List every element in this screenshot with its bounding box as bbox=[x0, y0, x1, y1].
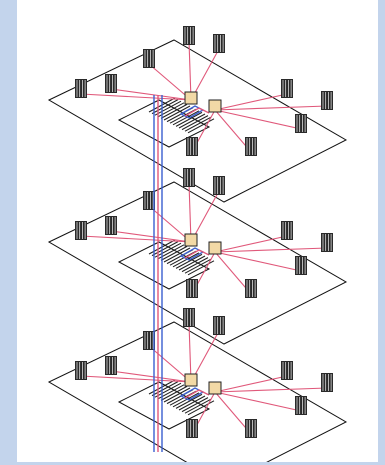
supply-pipe bbox=[184, 249, 210, 259]
supply-pipe bbox=[110, 370, 192, 383]
supply-pipe bbox=[110, 88, 192, 101]
radiator-icon bbox=[213, 34, 225, 53]
radiator-icon bbox=[105, 356, 117, 375]
radiator-icon bbox=[75, 79, 87, 98]
supply-pipe bbox=[110, 230, 192, 243]
supply-pipe bbox=[184, 107, 210, 117]
floor-plan bbox=[47, 308, 348, 462]
supply-pipe bbox=[188, 40, 192, 101]
radiator-icon bbox=[186, 137, 198, 156]
radiator-icon bbox=[295, 256, 307, 275]
supply-pipe bbox=[214, 387, 328, 393]
supply-pipe bbox=[188, 322, 192, 383]
supply-pipe bbox=[214, 375, 288, 393]
supply-pipe bbox=[80, 375, 192, 383]
radiator-icon bbox=[281, 79, 293, 98]
manifold-icon bbox=[184, 233, 198, 247]
radiator-icon bbox=[183, 308, 195, 327]
manifold-icon bbox=[208, 381, 222, 395]
supply-pipe bbox=[214, 235, 288, 253]
diagram-canvas bbox=[17, 0, 378, 462]
radiator-icon bbox=[143, 49, 155, 68]
radiator-icon bbox=[281, 361, 293, 380]
floor-plan bbox=[47, 26, 348, 203]
riser-pipe-icon bbox=[153, 95, 163, 452]
supply-pipe bbox=[80, 235, 192, 243]
radiator-icon bbox=[186, 419, 198, 438]
manifold-icon bbox=[208, 99, 222, 113]
radiator-icon bbox=[105, 216, 117, 235]
supply-pipe bbox=[214, 251, 302, 272]
radiator-icon bbox=[105, 74, 117, 93]
radiator-icon bbox=[295, 114, 307, 133]
supply-pipe bbox=[188, 182, 192, 243]
room-outline bbox=[117, 381, 211, 430]
radiator-icon bbox=[213, 176, 225, 195]
manifold-icon bbox=[208, 241, 222, 255]
radiator-icon bbox=[245, 137, 257, 156]
radiator-icon bbox=[183, 26, 195, 45]
supply-pipe bbox=[184, 389, 210, 399]
floor-heating-coil-icon bbox=[148, 379, 215, 416]
radiator-icon bbox=[295, 396, 307, 415]
supply-pipe bbox=[214, 105, 328, 111]
supply-pipe bbox=[148, 63, 192, 101]
radiator-icon bbox=[143, 331, 155, 350]
radiator-icon bbox=[321, 373, 333, 392]
floor-outline bbox=[47, 39, 348, 203]
supply-pipe bbox=[214, 93, 288, 111]
room-outline bbox=[117, 99, 211, 148]
radiator-icon bbox=[213, 316, 225, 335]
manifold-icon bbox=[184, 373, 198, 387]
supply-pipe bbox=[214, 109, 302, 130]
supply-pipe bbox=[80, 93, 192, 101]
radiator-icon bbox=[321, 233, 333, 252]
manifold-icon bbox=[184, 91, 198, 105]
radiator-icon bbox=[245, 419, 257, 438]
radiator-icon bbox=[245, 279, 257, 298]
room-outline bbox=[117, 241, 211, 290]
heating-system-diagram bbox=[47, 26, 348, 462]
supply-pipe bbox=[214, 247, 328, 253]
floor-heating-coil-icon bbox=[148, 239, 215, 276]
supply-pipe bbox=[148, 205, 192, 243]
radiator-icon bbox=[75, 361, 87, 380]
radiator-icon bbox=[281, 221, 293, 240]
floor-heating-coil-icon bbox=[148, 97, 215, 134]
supply-pipe bbox=[214, 391, 302, 412]
radiator-icon bbox=[321, 91, 333, 110]
floor-outline bbox=[47, 321, 348, 462]
radiator-icon bbox=[186, 279, 198, 298]
radiator-icon bbox=[183, 168, 195, 187]
radiator-icon bbox=[75, 221, 87, 240]
floor-outline bbox=[47, 181, 348, 345]
floor-plan bbox=[47, 168, 348, 345]
supply-pipe bbox=[148, 345, 192, 383]
radiator-icon bbox=[143, 191, 155, 210]
